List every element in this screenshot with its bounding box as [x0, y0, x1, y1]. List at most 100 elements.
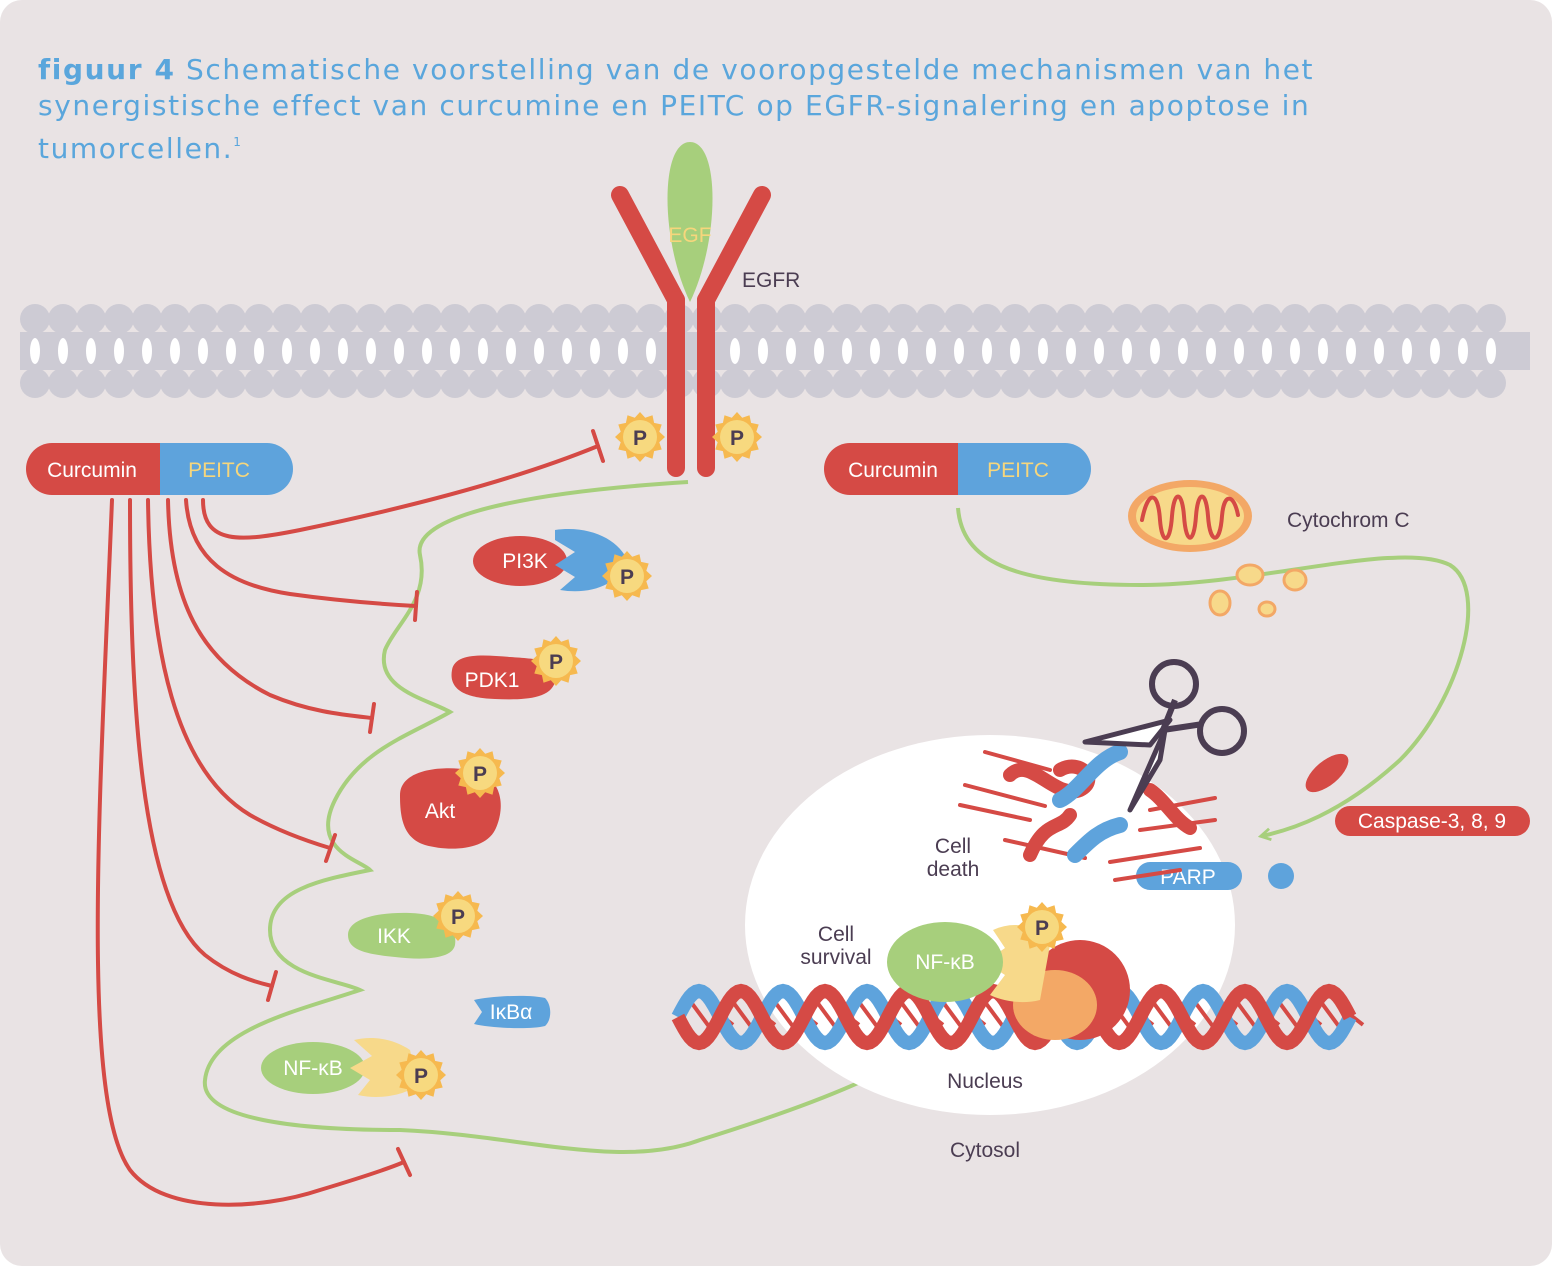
dna-strand-red	[671, 983, 1357, 1051]
phospholipid-head	[776, 368, 806, 398]
phospholipid-head	[412, 304, 442, 334]
phospholipid-head	[216, 304, 246, 334]
phospholipid-head	[1364, 304, 1394, 334]
ikk-label: IKK	[377, 925, 411, 948]
cell-survival-label-line1: Cell	[818, 923, 854, 946]
phospholipid-tail	[506, 338, 516, 364]
figure-label: figuur 4	[38, 53, 176, 86]
phospholipid-head	[1028, 304, 1058, 334]
parp-fragment	[1268, 863, 1294, 889]
phospholipid-tail	[1010, 338, 1020, 364]
phospholipid-head	[1280, 304, 1310, 334]
apoptosis-pathway-arrow	[956, 507, 1471, 836]
phospholipid-head	[300, 368, 330, 398]
phospholipid-head	[1448, 304, 1478, 334]
phospholipid-tail	[1290, 338, 1300, 364]
phospholipid-tail	[226, 338, 236, 364]
phospholipid-head	[1252, 368, 1282, 398]
membrane-core	[20, 332, 1530, 370]
phospholipid-head	[1364, 368, 1394, 398]
phospholipid-head	[888, 304, 918, 334]
curcumin-label-right: Curcumin	[848, 459, 938, 482]
phospholipid-head	[860, 368, 890, 398]
phospholipid-tail	[1458, 338, 1468, 364]
phospholipid-head	[860, 304, 890, 334]
phospho-label: P	[633, 427, 647, 450]
phospholipid-tail	[618, 338, 628, 364]
phospholipid-head	[832, 304, 862, 334]
akt-label: Akt	[425, 800, 456, 823]
phospholipid-head	[468, 368, 498, 398]
phospholipid-head	[524, 304, 554, 334]
phospholipid-tail	[338, 338, 348, 364]
phospholipid-head	[888, 368, 918, 398]
scissors-icon	[1082, 659, 1247, 813]
phospholipid-tail	[562, 338, 572, 364]
phospholipid-tail	[58, 338, 68, 364]
egfr-label: EGFR	[742, 269, 800, 292]
pi3k-label: PI3K	[502, 550, 548, 573]
phospholipid-head	[776, 304, 806, 334]
phospholipid-head	[804, 368, 834, 398]
inhibition-line-ikk	[128, 498, 274, 988]
phospholipid-head	[972, 368, 1002, 398]
phospholipid-head	[20, 304, 50, 334]
phospholipid-head	[132, 304, 162, 334]
cell-death-label-line2: death	[927, 858, 980, 881]
curcumin-peitc-pill-right: Curcumin PEITC	[824, 443, 1091, 495]
phospholipid-tail	[254, 338, 264, 364]
phospholipid-tail	[786, 338, 796, 364]
phospholipid-head	[552, 368, 582, 398]
phospholipid-tail	[394, 338, 404, 364]
cytosol-label: Cytosol	[950, 1139, 1020, 1162]
pdk1-label: PDK1	[465, 669, 520, 692]
phospholipid-head	[1476, 304, 1506, 334]
phospholipid-tail	[926, 338, 936, 364]
caspase-fragment	[1305, 753, 1349, 793]
phospholipid-head	[20, 368, 50, 398]
pdk1-protein: PDK1 P	[451, 636, 581, 700]
phospholipid-head	[972, 304, 1002, 334]
phospholipid-head	[1140, 368, 1170, 398]
phospholipid-head	[440, 304, 470, 334]
cytochrom-c-particle	[1235, 563, 1265, 587]
phospholipid-tail	[30, 338, 40, 364]
phospholipid-head	[1420, 304, 1450, 334]
phospholipid-tail	[198, 338, 208, 364]
phospholipid-tail	[1402, 338, 1412, 364]
phospholipid-head	[1280, 368, 1310, 398]
phospholipid-head	[1196, 368, 1226, 398]
inhibition-line-pi3k	[184, 498, 418, 608]
phospho-label: P	[620, 566, 634, 589]
phospholipid-head	[76, 304, 106, 334]
phospholipid-head	[636, 304, 666, 334]
phospholipid-head	[748, 304, 778, 334]
phospholipid-head	[300, 304, 330, 334]
phospholipid-tail	[814, 338, 824, 364]
phospholipid-head	[580, 368, 610, 398]
phospholipid-head	[1140, 304, 1170, 334]
phospholipid-head	[1252, 304, 1282, 334]
phospholipid-head	[76, 368, 106, 398]
phospholipid-head	[1308, 368, 1338, 398]
phospholipid-head	[328, 304, 358, 334]
phospholipid-tail	[1346, 338, 1356, 364]
phospho-label: P	[549, 651, 563, 674]
phospholipid-head	[1448, 368, 1478, 398]
egf-ligand	[667, 142, 713, 302]
phospholipid-head	[1056, 304, 1086, 334]
phospho-label: P	[414, 1065, 428, 1088]
phospholipid-head	[944, 368, 974, 398]
phospholipid-tail	[646, 338, 656, 364]
figure-caption: figuur 4 Schematische voorstelling van d…	[38, 52, 1498, 167]
caption-text: Schematische voorstelling van de vooropg…	[38, 53, 1315, 165]
cytochrom-c-particle	[1282, 568, 1308, 592]
phospho-label: P	[730, 427, 744, 450]
phospholipid-head	[412, 368, 442, 398]
phospholipid-head	[1196, 304, 1226, 334]
phospholipid-head	[272, 368, 302, 398]
phospholipid-tail	[534, 338, 544, 364]
phospholipid-head	[244, 304, 274, 334]
phospholipid-tail	[1066, 338, 1076, 364]
phospholipid-tail	[1122, 338, 1132, 364]
